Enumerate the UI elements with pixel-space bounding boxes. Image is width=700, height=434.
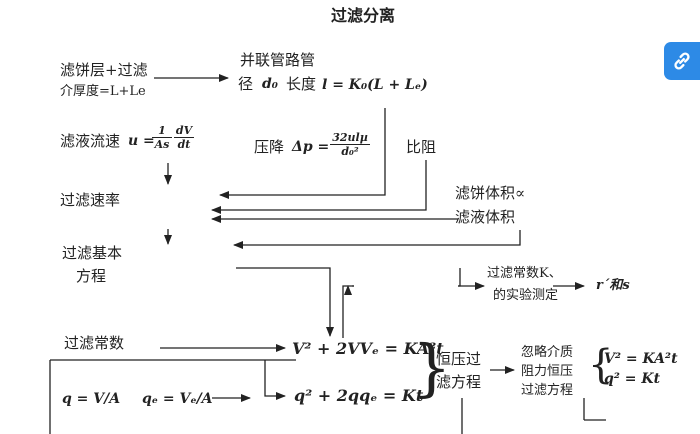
q-filtration-equation: q² + 2qqₑ = Kt bbox=[294, 386, 424, 405]
pipe-length-label: 长度 bbox=[286, 75, 317, 93]
filtration-rate-label: 过滤速率 bbox=[60, 191, 121, 209]
ignore-medium-line2: 阻力恒压 bbox=[521, 364, 574, 379]
filter-layer-label-line1: 滤饼层+过滤 bbox=[60, 61, 148, 79]
constant-measurement-line2: 的实验测定 bbox=[493, 288, 559, 303]
parallel-pipe-label-line1: 并联管路管 bbox=[240, 51, 316, 69]
basic-equation-label-line2: 方程 bbox=[76, 267, 107, 285]
filtrate-velocity-lhs: u = bbox=[128, 133, 155, 149]
chain-link-icon[interactable] bbox=[664, 42, 700, 80]
pressure-drop-label: 压降 bbox=[254, 138, 285, 156]
simple-equations-brace: { bbox=[588, 342, 614, 388]
pipe-diameter-symbol: d₀ bbox=[262, 76, 278, 92]
filtration-constants-label: 过滤常数 bbox=[64, 334, 125, 352]
q-definition: q = V/A bbox=[62, 391, 121, 407]
basic-equation-label-line1: 过滤基本 bbox=[62, 244, 123, 262]
pressure-drop-lhs: Δp = bbox=[292, 139, 330, 155]
equations-brace: } bbox=[412, 331, 452, 404]
cake-volume-label-line2: 滤液体积 bbox=[455, 208, 516, 226]
cake-volume-label-line1: 滤饼体积∝ bbox=[455, 184, 526, 202]
specific-resistance-label: 比阻 bbox=[406, 138, 437, 156]
r-and-s-label: r´和s bbox=[596, 278, 630, 293]
constant-measurement-line1: 过滤常数K、 bbox=[487, 266, 562, 281]
constant-pressure-label-line1: 恒压过 bbox=[436, 350, 482, 368]
main-filtration-equation: V² + 2VVₑ = KA²t bbox=[292, 339, 444, 358]
ignore-medium-line1: 忽略介质 bbox=[521, 345, 574, 360]
simplified-equation-2: q² = Kt bbox=[604, 371, 661, 387]
qe-definition: qₑ = Vₑ/A bbox=[142, 391, 213, 407]
filtrate-velocity-label: 滤液流速 bbox=[60, 132, 121, 150]
filter-layer-label-line2: 介厚度=L+Le bbox=[60, 84, 146, 99]
pipe-length-equation: l = K₀(L + Lₑ) bbox=[322, 77, 428, 93]
parallel-pipe-label-line2: 径 bbox=[238, 75, 254, 93]
simplified-equation-1: V² = KA²t bbox=[604, 351, 678, 367]
ignore-medium-line3: 过滤方程 bbox=[521, 383, 574, 398]
constant-pressure-label-line2: 滤方程 bbox=[436, 373, 482, 391]
diagram-title: 过滤分离 bbox=[331, 6, 396, 25]
